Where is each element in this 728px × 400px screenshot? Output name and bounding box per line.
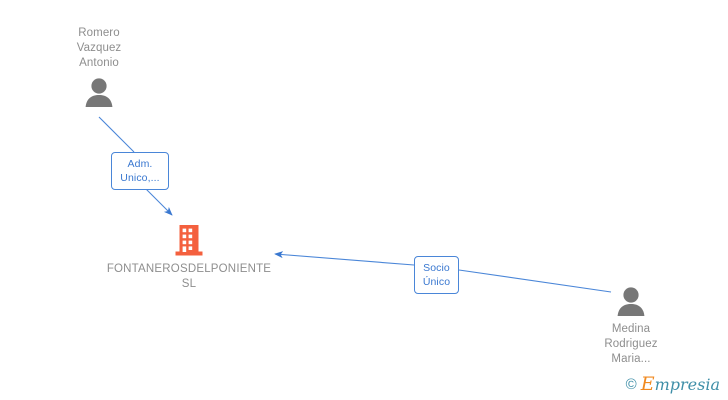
brand-initial: E	[640, 373, 655, 395]
brand-remainder: mpresia	[654, 375, 720, 394]
copyright-icon: ©	[625, 376, 637, 393]
edge-label-to-company	[142, 185, 173, 216]
edge-person1-to-label	[98, 116, 135, 153]
person-label: Romero Vazquez Antonio	[76, 27, 122, 69]
relation-label-adm-unico[interactable]: Adm. Unico,...	[111, 152, 169, 190]
person-label: Medina Rodriguez Maria...	[604, 323, 658, 365]
person-icon	[617, 287, 645, 316]
relation-label-socio-unico[interactable]: Socio Único	[414, 256, 459, 294]
brand-wordmark: Empresia	[641, 375, 720, 394]
building-icon	[175, 225, 203, 256]
person-node-romero-vazquez-antonio[interactable]: Romero Vazquez Antonio	[44, 26, 154, 107]
person-node-medina-rodriguez-maria[interactable]: Medina Rodriguez Maria...	[576, 286, 686, 367]
company-label: FONTANEROSDELPONIENTE SL	[106, 263, 272, 290]
company-node-fontanerosdelponiente-sl[interactable]: FONTANEROSDELPONIENTE SL	[89, 224, 289, 292]
edge-person2-to-label	[458, 269, 612, 293]
empresia-watermark: © Empresia	[626, 375, 720, 394]
edge-label-to-company-2	[274, 251, 415, 266]
person-icon	[85, 78, 113, 107]
